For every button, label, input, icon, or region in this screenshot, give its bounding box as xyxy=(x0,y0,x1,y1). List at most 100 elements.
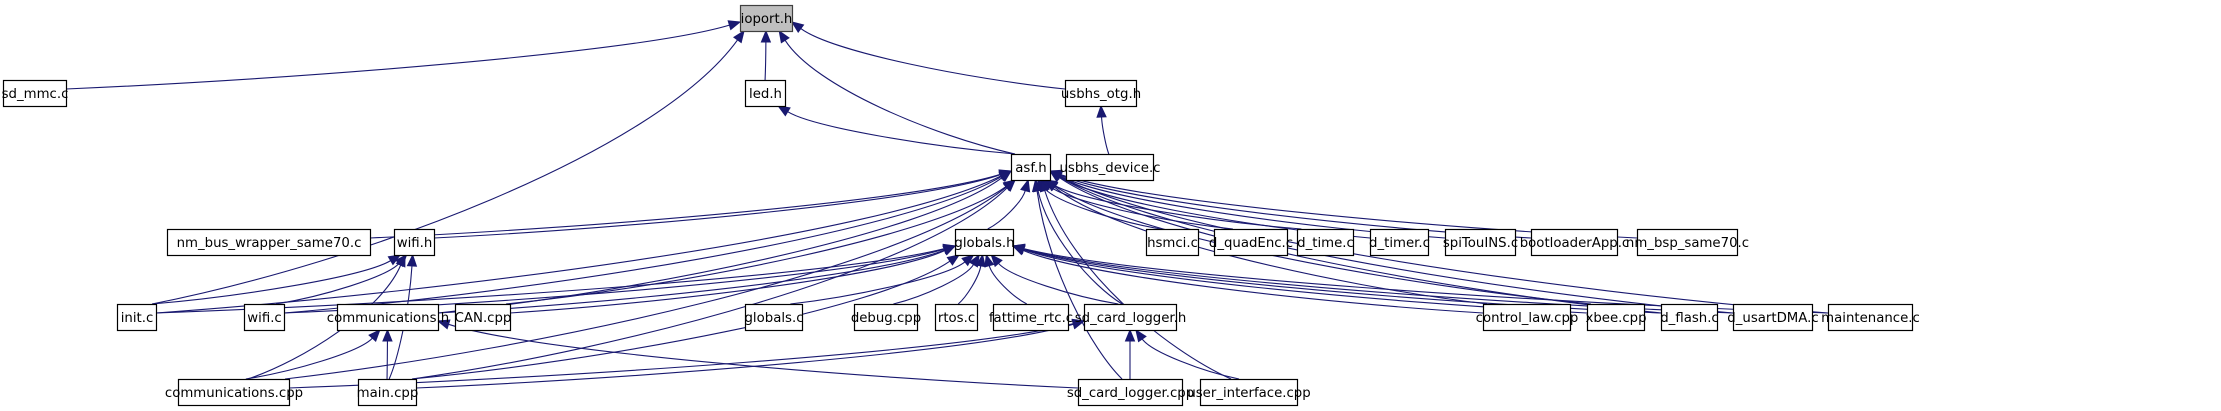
node-led-h[interactable]: led.h xyxy=(744,79,787,108)
node-usbhs-device-c[interactable]: usbhs_device.c xyxy=(1059,153,1161,182)
node-nm-bsp-same70-c[interactable]: nm_bsp_same70.c xyxy=(1626,228,1749,257)
node-box xyxy=(1530,228,1619,257)
node-ioport-h[interactable]: ioport.h xyxy=(739,4,794,33)
edge-line xyxy=(509,250,946,314)
node-box xyxy=(243,303,286,332)
node-sd-card-logger-cpp[interactable]: sd_card_logger.cpp xyxy=(1067,378,1194,407)
arrowhead-icon xyxy=(777,105,791,117)
nodes-layer: ioport.h sd_mmc.c led.h usbhs_otg.h asf.h usb… xyxy=(2,4,1920,407)
node-label: communications.h xyxy=(327,311,449,326)
node-label: spiTouINS.c xyxy=(1443,236,1518,251)
node-nm-bus-wrapper-same70-c[interactable]: nm_bus_wrapper_same70.c xyxy=(166,228,372,257)
node-rtos-c[interactable]: rtos.c xyxy=(934,303,979,332)
arrowhead-icon xyxy=(1048,170,1063,182)
node-globals-c[interactable]: globals.c xyxy=(744,303,804,332)
node-label: rtos.c xyxy=(938,311,975,326)
node-usbhs-otg-h[interactable]: usbhs_otg.h xyxy=(1061,79,1141,108)
node-label: ioport.h xyxy=(741,12,793,27)
edge-line xyxy=(247,264,402,380)
edge-line xyxy=(1059,175,1829,314)
arrowhead-icon xyxy=(395,253,406,268)
edge-line xyxy=(433,174,1001,239)
node-label: globals.c xyxy=(744,311,803,326)
node-box xyxy=(739,4,794,33)
node-box xyxy=(1482,303,1572,332)
edge-line xyxy=(893,264,975,305)
arrowhead-icon xyxy=(990,254,1003,268)
node-box xyxy=(177,378,291,407)
node-wifi-c[interactable]: wifi.c xyxy=(243,303,286,332)
node-sd-mmc-c[interactable]: sd_mmc.c xyxy=(2,79,69,108)
edge-line xyxy=(1054,185,1592,305)
node-debug-cpp[interactable]: debug.cpp xyxy=(851,303,921,332)
node-communications-h[interactable]: communications.h xyxy=(327,303,449,332)
edge-line xyxy=(1023,249,1588,314)
edge-line xyxy=(1060,174,1638,239)
node-d-quadenc-c[interactable]: d_quadEnc.c xyxy=(1209,228,1293,257)
edge-line xyxy=(1141,338,1240,380)
node-label: wifi.h xyxy=(397,236,433,251)
node-fattime-rtc-c[interactable]: fattime_rtc.c xyxy=(989,303,1073,332)
node-d-usartdma-c[interactable]: d_usartDMA.c xyxy=(1727,303,1819,332)
node-label: bootloaderApp.c xyxy=(1520,236,1630,251)
node-box xyxy=(1296,228,1355,257)
node-control-law-cpp[interactable]: control_law.cpp xyxy=(1476,303,1579,332)
node-box xyxy=(1199,378,1299,407)
node-xbee-cpp[interactable]: xbee.cpp xyxy=(1585,303,1647,332)
node-d-timer-c[interactable]: d_timer.c xyxy=(1369,228,1430,257)
edge-line xyxy=(388,265,413,380)
node-box xyxy=(1083,303,1178,332)
node-box xyxy=(1145,228,1200,257)
node-sd-card-logger-h[interactable]: sd_card_logger.h xyxy=(1075,303,1187,332)
node-main-cpp[interactable]: main.cpp xyxy=(357,378,419,407)
edge-line xyxy=(369,173,1001,239)
node-maintenance-c[interactable]: maintenance.c xyxy=(1821,303,1920,332)
node-asf-h[interactable]: asf.h xyxy=(1010,153,1052,182)
arrowhead-icon xyxy=(998,170,1013,183)
node-box xyxy=(1064,79,1138,108)
edge-can-cpp-to-asf-h xyxy=(505,179,1017,305)
node-spitouins-c[interactable]: spiTouINS.c xyxy=(1443,228,1518,257)
node-init-c[interactable]: init.c xyxy=(116,303,158,332)
arrowhead-icon xyxy=(733,29,745,44)
edge-line xyxy=(155,175,1002,314)
node-label: asf.h xyxy=(1015,161,1046,176)
edge-globals-c-to-globals-h xyxy=(790,254,975,305)
node-globals-h[interactable]: globals.h xyxy=(954,228,1015,257)
edge-fattime-rtc-c-to-globals-h xyxy=(984,253,1028,305)
edge-line xyxy=(1101,116,1110,155)
node-wifi-h[interactable]: wifi.h xyxy=(393,228,436,257)
node-d-flash-c[interactable]: d_flash.c xyxy=(1660,303,1719,332)
node-user-interface-cpp[interactable]: user_interface.cpp xyxy=(1187,378,1311,407)
edge-communications-cpp-to-communications-h xyxy=(245,329,381,380)
arrowhead-icon xyxy=(760,29,772,43)
edge-usbhs-otg-h-to-ioport-h xyxy=(790,21,1066,90)
node-box xyxy=(1827,303,1914,332)
node-label: xbee.cpp xyxy=(1585,311,1646,326)
node-box xyxy=(744,303,804,332)
node-label: user_interface.cpp xyxy=(1187,386,1310,401)
node-label: d_usartDMA.c xyxy=(1727,311,1818,326)
node-box xyxy=(744,79,787,108)
node-box xyxy=(166,228,372,257)
node-bootloaderapp-c[interactable]: bootloaderApp.c xyxy=(1520,228,1630,257)
edge-globals-h-to-asf-h xyxy=(987,178,1031,230)
arrowhead-icon xyxy=(406,253,418,267)
node-communications-cpp[interactable]: communications.cpp xyxy=(165,378,303,407)
node-label: control_law.cpp xyxy=(1476,311,1579,326)
edge-usbhs-device-c-to-usbhs-otg-h xyxy=(1096,104,1110,155)
arrowhead-icon xyxy=(382,328,393,342)
edge-line xyxy=(1022,249,1484,314)
edge-main-cpp-to-communications-h xyxy=(382,328,393,380)
node-box xyxy=(1636,228,1739,257)
arrowhead-icon xyxy=(1071,319,1086,330)
node-box xyxy=(393,228,436,257)
node-hsmci-c[interactable]: hsmci.c xyxy=(1145,228,1200,257)
node-d-time-c[interactable]: d_time.c xyxy=(1296,228,1355,257)
node-label: sd_card_logger.h xyxy=(1075,311,1187,326)
edge-sd-card-logger-cpp-to-asf-h xyxy=(1031,178,1123,380)
node-box xyxy=(853,303,919,332)
node-box xyxy=(1213,228,1289,257)
node-can-cpp[interactable]: CAN.cpp xyxy=(455,303,512,332)
edge-line xyxy=(65,24,730,90)
